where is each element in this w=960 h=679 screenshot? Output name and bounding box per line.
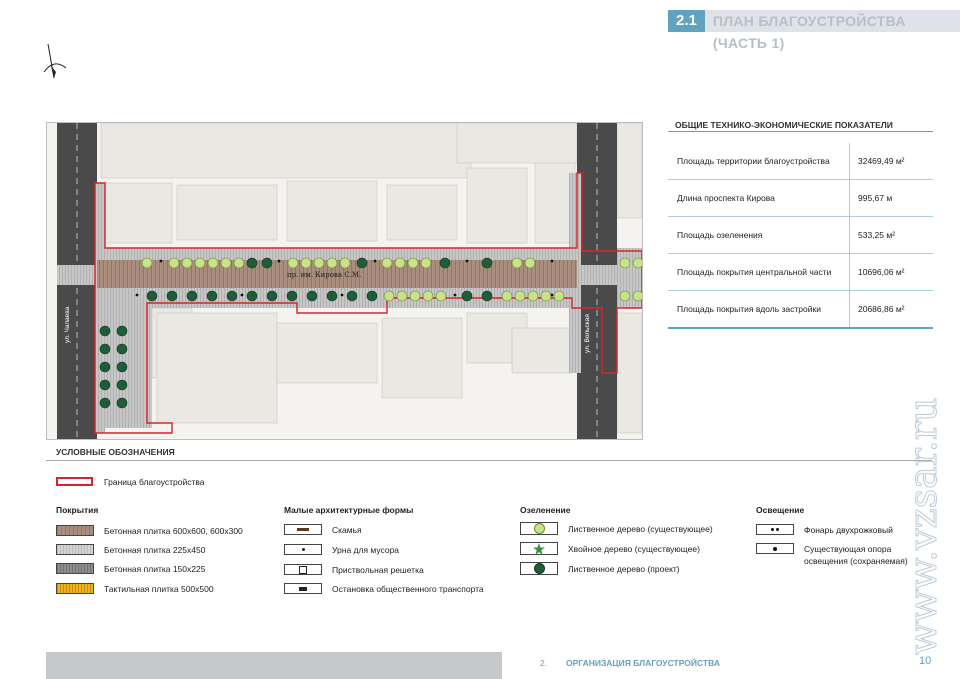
list-item: Фонарь двухрожковый (756, 523, 893, 536)
lamp-posts (135, 259, 554, 297)
section-number: 2.1 (668, 10, 705, 32)
lamp-post-icon (756, 543, 794, 554)
legend-label: Лиственное дерево (существующее) (568, 523, 713, 534)
list-item: Остановка общественного транспорта (284, 582, 484, 595)
table-row: Длина проспекта Кирова 995,67 м (668, 180, 933, 217)
list-item: Бетонная плитка 600х600, 600х300 (56, 524, 243, 537)
page-title: ПЛАН БЛАГОУСТРОЙСТВА (ЧАСТЬ 1) (704, 10, 960, 51)
list-item: Существующая опора освещения (сохраняема… (756, 543, 934, 569)
svg-text:www.vzsar.ru: www.vzsar.ru (901, 397, 945, 655)
indicator-label: Площадь покрытия центральной части (677, 267, 832, 277)
trees-existing (141, 257, 642, 302)
bus-stop-icon (284, 583, 322, 594)
indicator-label: Длина проспекта Кирова (677, 193, 775, 203)
footer-section-title: ОРГАНИЗАЦИЯ БЛАГОУСТРОЙСТВА (566, 658, 720, 668)
table-row: Площадь территории благоустройства 32469… (668, 143, 933, 180)
legend-title: УСЛОВНЫЕ ОБОЗНАЧЕНИЯ (56, 447, 175, 457)
street-right-label: ул. Вольская (584, 314, 591, 353)
legend-label: Существующая опора освещения (сохраняема… (804, 544, 908, 566)
indicator-value: 10696,06 м² (849, 254, 933, 290)
legend-label: Скамья (332, 524, 362, 535)
table-row: Площадь озеленения 533,25 м² (668, 217, 933, 254)
legend-label: Бетонная плитка 225х450 (104, 544, 206, 555)
indicator-value: 20686,86 м² (849, 291, 933, 327)
tile-600-swatch (56, 525, 94, 536)
coverings-title: Покрытия (56, 505, 99, 515)
list-item: Скамья (284, 523, 362, 536)
list-item: Приствольная решетка (284, 563, 424, 576)
page-header: 2.1 ПЛАН БЛАГОУСТРОЙСТВА (ЧАСТЬ 1) (668, 10, 960, 51)
legend-label: Бетонная плитка 600х600, 600х300 (104, 525, 243, 536)
legend-label: Хвойное дерево (существующее) (568, 543, 700, 554)
street-main-label: пр. им. Кирова С.М. (287, 271, 361, 279)
legend-label: Бетонная плитка 150х225 (104, 563, 206, 574)
indicator-value: 32469,49 м² (849, 143, 933, 179)
page-number: 10 (919, 655, 932, 667)
legend-label: Остановка общественного транспорта (332, 583, 484, 594)
saf-title: Малые архитектурные формы (284, 505, 414, 515)
boundary-swatch (56, 477, 93, 486)
lighting-title: Освещение (756, 505, 805, 515)
indicator-value: 533,25 м² (849, 217, 933, 253)
legend-label: Лиственное дерево (проект) (568, 563, 680, 574)
double-lamp-icon (756, 524, 794, 535)
list-item: Хвойное дерево (существующее) (520, 542, 700, 555)
indicator-label: Площадь озеленения (677, 230, 763, 240)
tree-grate-icon (284, 564, 322, 575)
legend-label: Тактильная плитка 500х500 (104, 583, 214, 594)
boundary-label: Граница благоустройства (104, 477, 205, 487)
indicator-label: Площадь покрытия вдоль застройки (677, 304, 821, 314)
north-arrow-icon (43, 43, 67, 79)
list-item: Лиственное дерево (существующее) (520, 522, 713, 535)
watermark: www.vzsar.ru (901, 397, 946, 656)
list-item: Урна для мусора (284, 543, 399, 556)
street-left-label: ул. Чапаева (64, 306, 71, 343)
legend-label: Приствольная решетка (332, 564, 424, 575)
greenery-title: Озеленение (520, 505, 571, 515)
buildings (100, 123, 642, 434)
legend-label: Фонарь двухрожковый (804, 524, 893, 535)
indicators-table: Площадь территории благоустройства 32469… (668, 143, 933, 329)
deciduous-tree-project-icon (520, 562, 558, 575)
improvement-boundary (94, 172, 642, 434)
list-item: Бетонная плитка 225х450 (56, 543, 205, 556)
deciduous-tree-existing-icon (520, 522, 558, 535)
site-plan-map: пр. им. Кирова С.М. ул. Чапаева ул. Воль… (46, 122, 643, 440)
tile-225-swatch (56, 544, 94, 555)
list-item: Лиственное дерево (проект) (520, 562, 680, 575)
indicator-value: 995,67 м (849, 180, 933, 216)
bench-icon (284, 524, 322, 535)
trees-project (99, 257, 493, 409)
footer-bar (46, 652, 502, 679)
roads (57, 123, 617, 439)
indicators-rule (668, 131, 933, 132)
tile-150-swatch (56, 563, 94, 574)
trash-bin-icon (284, 544, 322, 555)
tactile-tile-swatch (56, 583, 94, 594)
footer-section-number: 2. (540, 658, 548, 668)
indicator-label: Площадь территории благоустройства (677, 156, 830, 166)
table-row: Площадь покрытия вдоль застройки 20686,8… (668, 291, 933, 329)
list-item: Тактильная плитка 500х500 (56, 582, 214, 595)
list-item: Бетонная плитка 150х225 (56, 562, 205, 575)
indicators-title: ОБЩИЕ ТЕХНИКО-ЭКОНОМИЧЕСКИЕ ПОКАЗАТЕЛИ (675, 120, 893, 130)
legend-label: Урна для мусора (332, 544, 400, 555)
conifer-tree-icon (520, 542, 558, 555)
table-row: Площадь покрытия центральной части 10696… (668, 254, 933, 291)
legend-rule (46, 460, 932, 461)
